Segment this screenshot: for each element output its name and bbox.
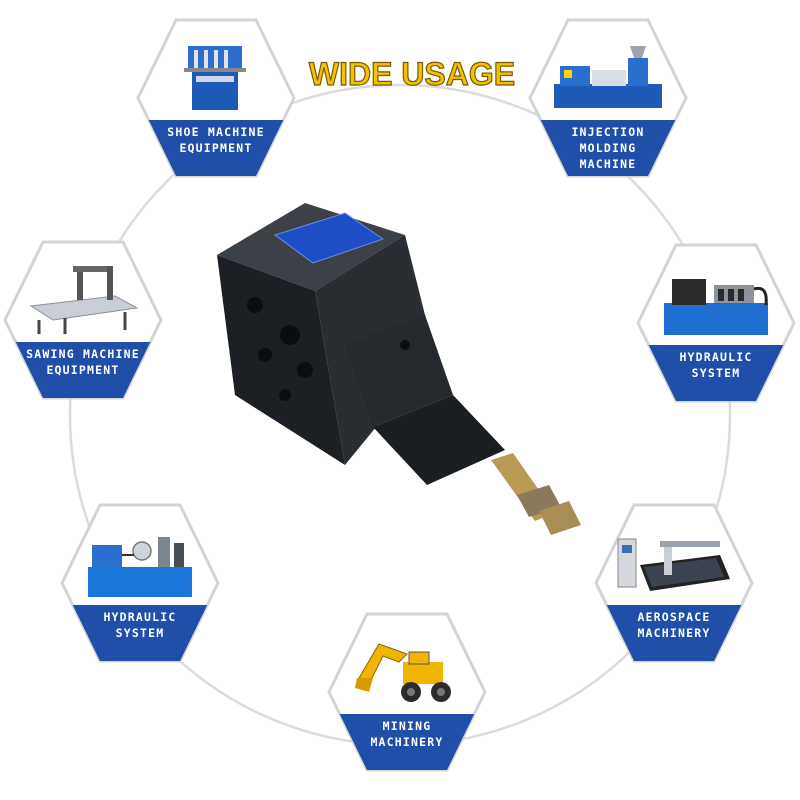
hydraulic-left-label-line1: HYDRAULIC	[103, 610, 177, 624]
wide-usage-title: WIDE USAGE	[308, 55, 515, 92]
hex-sawing-machine: SAWING MACHINE EQUIPMENT	[3, 240, 163, 400]
sawing-label-line1: SAWING MACHINE	[26, 347, 140, 361]
injection-label-line2: MACHINE	[579, 157, 637, 171]
hydraulic-unit-icon	[664, 279, 768, 335]
excavator-icon	[355, 643, 451, 702]
hex-hydraulic-system-left: HYDRAULIC SYSTEM	[60, 503, 220, 663]
aerospace-label-line1: AEROSPACE	[637, 610, 711, 624]
hydraulic-right-label-line1: HYDRAULIC	[679, 350, 753, 364]
shoe-label-line1: SHOE MACHINE	[167, 125, 265, 139]
aerospace-label-line2: MACHINERY	[637, 626, 711, 640]
mining-label-line1: MINING	[382, 719, 432, 733]
pressure-valve-product	[217, 203, 581, 535]
mining-label-line2: MACHINERY	[370, 735, 444, 749]
hydraulic-station-icon	[88, 537, 192, 597]
cutting-table-icon	[617, 538, 730, 591]
hex-mining-machinery: MINING MACHINERY	[327, 612, 487, 772]
shoe-machine-icon	[184, 46, 246, 110]
hydraulic-left-label-line2: SYSTEM	[115, 626, 165, 640]
injection-label-line1: INJECTION MOLDING	[571, 125, 645, 155]
svg-text:WIDE USAGE: WIDE USAGE	[309, 56, 515, 92]
hex-injection-molding: INJECTION MOLDING MACHINE	[528, 18, 688, 178]
hex-shoe-machine: SHOE MACHINE EQUIPMENT	[136, 18, 296, 178]
hex-aerospace-machinery: AEROSPACE MACHINERY	[594, 503, 754, 663]
hex-hydraulic-system-right: HYDRAULIC SYSTEM	[636, 243, 796, 403]
injection-molding-icon	[554, 46, 662, 108]
hydraulic-right-label-line2: SYSTEM	[691, 366, 741, 380]
sawing-label-line2: EQUIPMENT	[46, 363, 120, 377]
shoe-label-line2: EQUIPMENT	[179, 141, 253, 155]
sawing-machine-icon	[29, 266, 139, 334]
